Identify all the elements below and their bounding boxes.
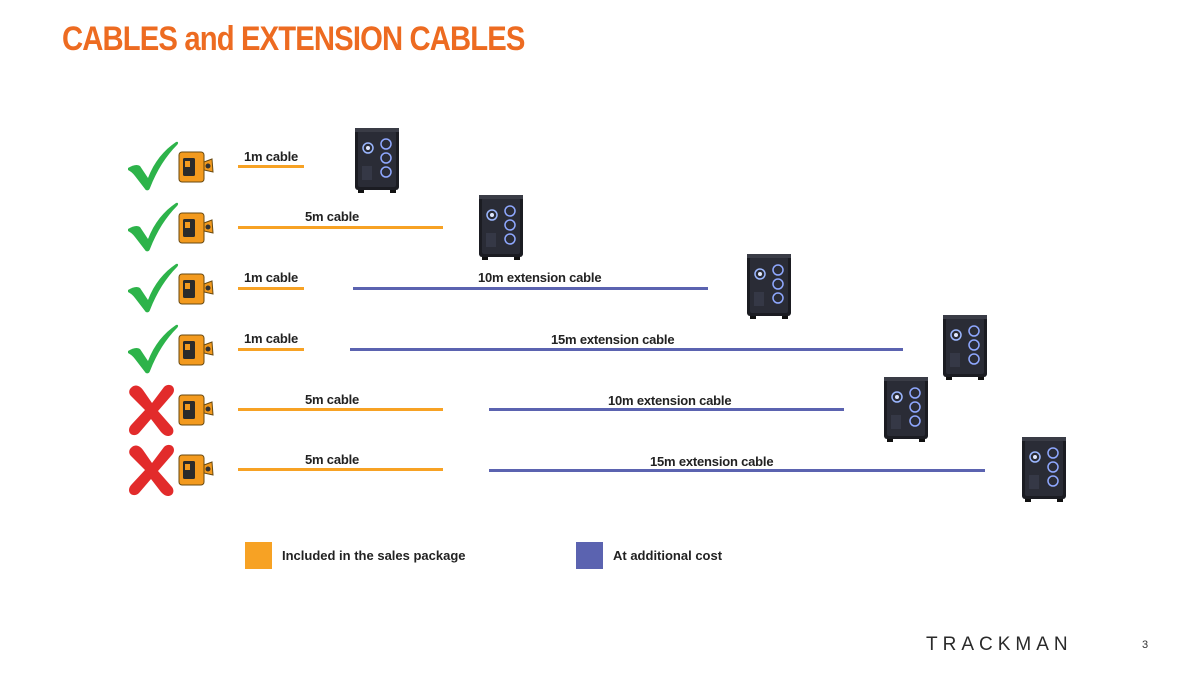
cable-row-3: 1m cable 10m extension cable	[0, 260, 1200, 320]
included-cable-line	[238, 165, 304, 168]
cross-icon	[124, 441, 180, 497]
camera-icon	[178, 333, 214, 367]
included-cable-line	[238, 226, 443, 229]
extension-label: 15m extension cable	[551, 332, 675, 347]
cable-label: 5m cable	[305, 209, 360, 224]
cable-row-4: 1m cable 15m extension cable	[0, 321, 1200, 381]
extension-label: 15m extension cable	[650, 454, 774, 469]
included-cable-line	[238, 287, 304, 290]
legend-swatch-included	[245, 542, 272, 569]
check-icon	[124, 138, 180, 194]
pc-tower-icon	[938, 313, 992, 381]
camera-icon	[178, 393, 214, 427]
included-cable-line	[238, 468, 443, 471]
extension-label: 10m extension cable	[608, 393, 732, 408]
pc-tower-icon	[350, 126, 404, 194]
cable-label: 1m cable	[244, 270, 299, 285]
cable-label: 1m cable	[244, 331, 299, 346]
extension-cable-line	[350, 348, 903, 351]
camera-icon	[178, 211, 214, 245]
included-cable-line	[238, 348, 304, 351]
camera-icon	[178, 150, 214, 184]
included-cable-line	[238, 408, 443, 411]
extension-label: 10m extension cable	[478, 270, 602, 285]
page-title: CABLES and EXTENSION CABLES	[62, 20, 525, 58]
page-number: 3	[1142, 639, 1149, 651]
extension-cable-line	[489, 469, 985, 472]
cable-row-2: 5m cable	[0, 199, 1200, 259]
extension-cable-line	[489, 408, 844, 411]
pc-tower-icon	[742, 252, 796, 320]
cable-label: 5m cable	[305, 452, 360, 467]
check-icon	[124, 321, 180, 377]
legend-label-additional: At additional cost	[613, 548, 723, 563]
brand-logo: TRACKMAN	[926, 634, 1073, 655]
cable-row-5: 5m cable 10m extension cable	[0, 381, 1200, 441]
check-icon	[124, 199, 180, 255]
pc-tower-icon	[879, 375, 933, 443]
camera-icon	[178, 272, 214, 306]
pc-tower-icon	[474, 193, 528, 261]
cable-row-1: 1m cable	[0, 138, 1200, 198]
check-icon	[124, 260, 180, 316]
camera-icon	[178, 453, 214, 487]
pc-tower-icon	[1017, 435, 1071, 503]
legend-label-included: Included in the sales package	[282, 548, 466, 563]
extension-cable-line	[353, 287, 708, 290]
legend-swatch-additional	[576, 542, 603, 569]
cable-row-6: 5m cable 15m extension cable	[0, 441, 1200, 501]
cable-label: 1m cable	[244, 149, 299, 164]
cable-label: 5m cable	[305, 392, 360, 407]
cross-icon	[124, 381, 180, 437]
